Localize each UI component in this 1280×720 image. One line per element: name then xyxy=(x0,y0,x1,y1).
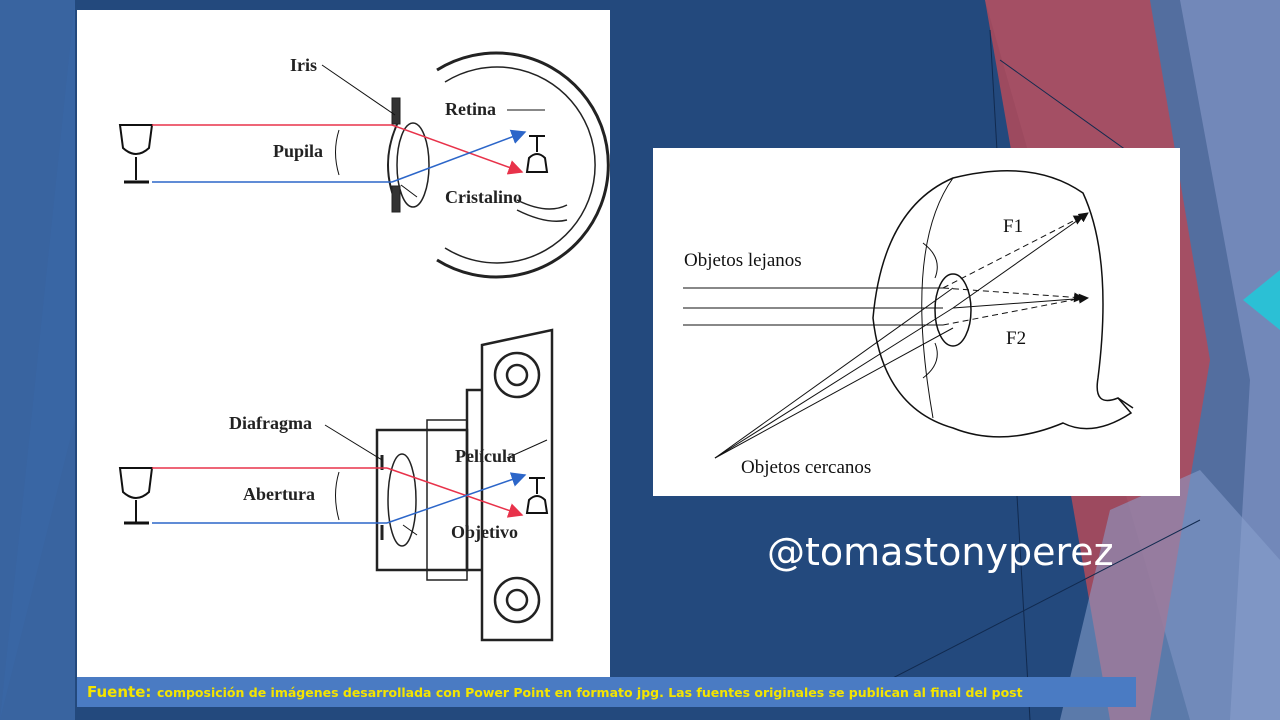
eye-camera-panel: Iris Retina Pupila Cristalino Diafragma … xyxy=(77,10,610,678)
label-f2: F2 xyxy=(1006,328,1027,349)
label-objetos-lejanos: Objetos lejanos xyxy=(684,250,802,271)
author-handle: @tomastonyperez xyxy=(767,530,1114,574)
eye-camera-drawing xyxy=(118,51,610,642)
label-cristalino: Cristalino xyxy=(445,187,523,207)
label-objetos-cercanos: Objetos cercanos xyxy=(741,457,872,478)
label-retina: Retina xyxy=(445,99,496,119)
label-pupila: Pupila xyxy=(273,141,324,161)
label-pelicula: Película xyxy=(455,446,516,466)
wine-glass-icon xyxy=(118,467,154,525)
label-objetivo: Objetivo xyxy=(451,522,518,542)
eye-focus-panel: F1 F2 Objetos lejanos Objetos cercanos xyxy=(653,148,1180,496)
label-f1: F1 xyxy=(1003,216,1024,237)
footer-text: composición de imágenes desarrollada con… xyxy=(156,685,1023,700)
label-iris: Iris xyxy=(290,55,317,75)
label-diafragma: Diafragma xyxy=(229,413,312,433)
source-footer: Fuente: composición de imágenes desarrol… xyxy=(77,677,1136,707)
footer-label: Fuente: xyxy=(87,683,152,701)
wine-glass-icon xyxy=(118,124,154,184)
eye-focus-drawing xyxy=(683,170,1134,459)
eye-section-illustration xyxy=(872,170,1134,438)
eye-illustration xyxy=(387,51,610,279)
label-abertura: Abertura xyxy=(243,484,315,504)
camera-illustration xyxy=(375,328,554,642)
